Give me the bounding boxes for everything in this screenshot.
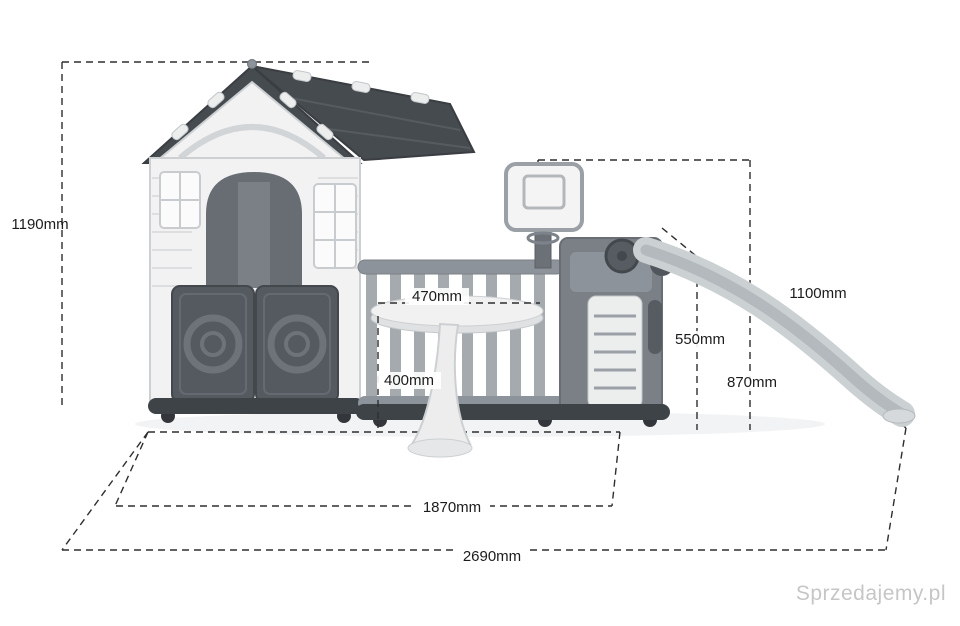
roof-clip xyxy=(207,91,225,109)
gate-right-inner-border xyxy=(263,293,331,395)
roof-clip xyxy=(410,92,430,104)
slide-chute-center xyxy=(640,244,908,420)
fence-slat xyxy=(486,274,497,402)
fence-slat xyxy=(534,274,545,402)
slide-tower xyxy=(559,237,674,415)
slide xyxy=(633,237,916,427)
fence-slat xyxy=(414,274,425,402)
label-mask xyxy=(668,331,732,348)
playhouse-illustration xyxy=(141,59,916,458)
ladder-rungs xyxy=(594,314,636,390)
label-mask xyxy=(720,374,784,391)
footprint-right-edge xyxy=(611,431,621,507)
gate-left-medallion-center xyxy=(200,331,226,357)
dim-table-width-label: 470mm xyxy=(412,288,462,305)
fence-slat xyxy=(462,274,473,402)
slide-handle xyxy=(648,300,662,354)
roof-cap-clips xyxy=(171,70,430,141)
doorway-interior-pillar xyxy=(238,182,270,288)
fence-slat xyxy=(390,274,401,402)
gate-left-medallion xyxy=(183,314,243,374)
dim-hoop-height-label: 870mm xyxy=(727,374,777,391)
dim-table-height-label: 400mm xyxy=(384,372,434,389)
front-gates xyxy=(171,285,339,403)
roof-peak-knob xyxy=(247,59,257,69)
roof-clip xyxy=(292,70,312,82)
roof-clip xyxy=(279,91,297,109)
dim-fence-height-label: 550mm xyxy=(675,331,725,348)
backboard-target-square xyxy=(522,174,566,210)
dimension-labels: 1190mm 470mm 400mm 550mm 870mm 1100mm 18… xyxy=(11,216,847,565)
gate-right-medallion xyxy=(267,314,327,374)
right-window xyxy=(313,183,357,269)
label-mask xyxy=(454,548,530,565)
dim-footprint-depth-label: 1870mm xyxy=(423,499,481,516)
label-mask xyxy=(405,288,469,305)
fence-top-rail xyxy=(357,259,565,275)
slide-end-cap xyxy=(882,408,916,424)
label-mask xyxy=(414,499,490,516)
footprint-left-inner-diagonal xyxy=(114,431,149,507)
fence-base xyxy=(356,404,670,420)
left-window-lattice xyxy=(160,172,200,228)
hoop-rim xyxy=(526,231,560,245)
gate-left-inner-border xyxy=(179,293,247,395)
right-footprint-diagonal xyxy=(885,427,907,551)
gate-right-medallion-center xyxy=(284,331,310,357)
hoop-backboard xyxy=(504,162,584,232)
fence-slat xyxy=(510,274,521,402)
right-window-lattice xyxy=(314,184,356,268)
house-base xyxy=(148,398,364,414)
basketball-hoop xyxy=(504,162,584,269)
label-mask xyxy=(377,372,441,389)
roof-clip xyxy=(316,123,334,141)
gable-arch-trim xyxy=(178,124,326,161)
watermark: Sprzedajemy.pl xyxy=(796,582,946,605)
dim-slide-length-label: 1100mm xyxy=(789,285,846,302)
table-foot xyxy=(407,438,473,458)
roof-clip xyxy=(171,123,189,141)
dim-overall-height-label: 1190mm xyxy=(11,216,68,233)
left-window xyxy=(159,171,201,229)
dim-footprint-width-label: 2690mm xyxy=(463,548,521,565)
steering-wheel-hub xyxy=(617,251,627,261)
roof-clip xyxy=(351,81,371,93)
footprint-left-outer-diagonal xyxy=(61,431,149,551)
fence-slat xyxy=(366,274,377,402)
roof-shingle-lines xyxy=(279,95,471,149)
